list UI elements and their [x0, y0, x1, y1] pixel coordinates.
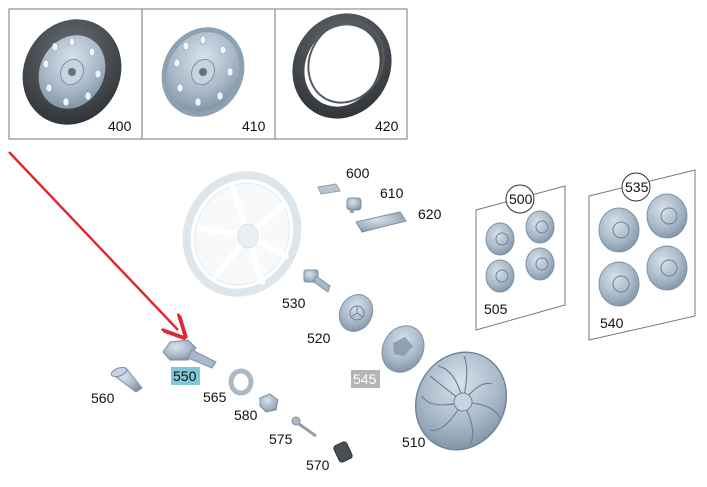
steel-rim-410[interactable] [146, 13, 260, 132]
highlight-545 [351, 370, 380, 388]
top-panel-group: 400 410 420 [4, 0, 410, 142]
callout-580: 580 [234, 407, 258, 423]
hubcap-set-505[interactable] [485, 210, 555, 293]
callout-510: 510 [402, 434, 426, 450]
callout-610: 610 [380, 185, 404, 201]
callout-565: 565 [203, 389, 227, 405]
callout-600: 600 [346, 165, 370, 181]
callout-620: 620 [418, 206, 442, 222]
part-545[interactable] [374, 318, 432, 379]
part-530[interactable] [303, 269, 331, 293]
alloy-wheel[interactable] [166, 156, 318, 313]
callout-505: 505 [484, 301, 508, 317]
part-580[interactable] [259, 393, 279, 413]
callout-520: 520 [307, 330, 331, 346]
highlight-550 [171, 367, 200, 385]
part-620[interactable] [355, 211, 407, 233]
badge-535 [621, 172, 651, 202]
callout-400: 400 [108, 118, 132, 134]
part-570[interactable] [333, 441, 353, 463]
hubcap-set-540[interactable] [598, 193, 688, 307]
badge-500 [505, 184, 535, 214]
part-520[interactable] [333, 289, 379, 338]
callout-410: 410 [242, 118, 266, 134]
callout-530: 530 [282, 295, 306, 311]
hubcap-set-panel-500: 500 505 [475, 184, 566, 331]
part-510[interactable] [399, 336, 524, 466]
callout-545: 545 [353, 371, 377, 387]
red-pointer-arrow [8, 151, 178, 330]
callout-500: 500 [509, 191, 533, 207]
tire-420[interactable] [273, 0, 410, 137]
callout-560: 560 [91, 390, 115, 406]
spare-wheel-400[interactable] [4, 2, 139, 142]
part-600[interactable] [317, 183, 341, 195]
hubcap-set-panel-535: 535 540 [588, 169, 696, 341]
part-610[interactable] [346, 197, 362, 213]
callout-575: 575 [269, 431, 293, 447]
part-565[interactable] [228, 368, 254, 396]
part-575[interactable] [291, 416, 317, 438]
callout-535: 535 [625, 179, 649, 195]
callout-420: 420 [375, 118, 399, 134]
callout-550: 550 [173, 368, 197, 384]
callout-570: 570 [306, 457, 330, 473]
part-550[interactable] [162, 339, 217, 369]
callout-540: 540 [600, 315, 624, 331]
part-560[interactable] [110, 366, 143, 393]
